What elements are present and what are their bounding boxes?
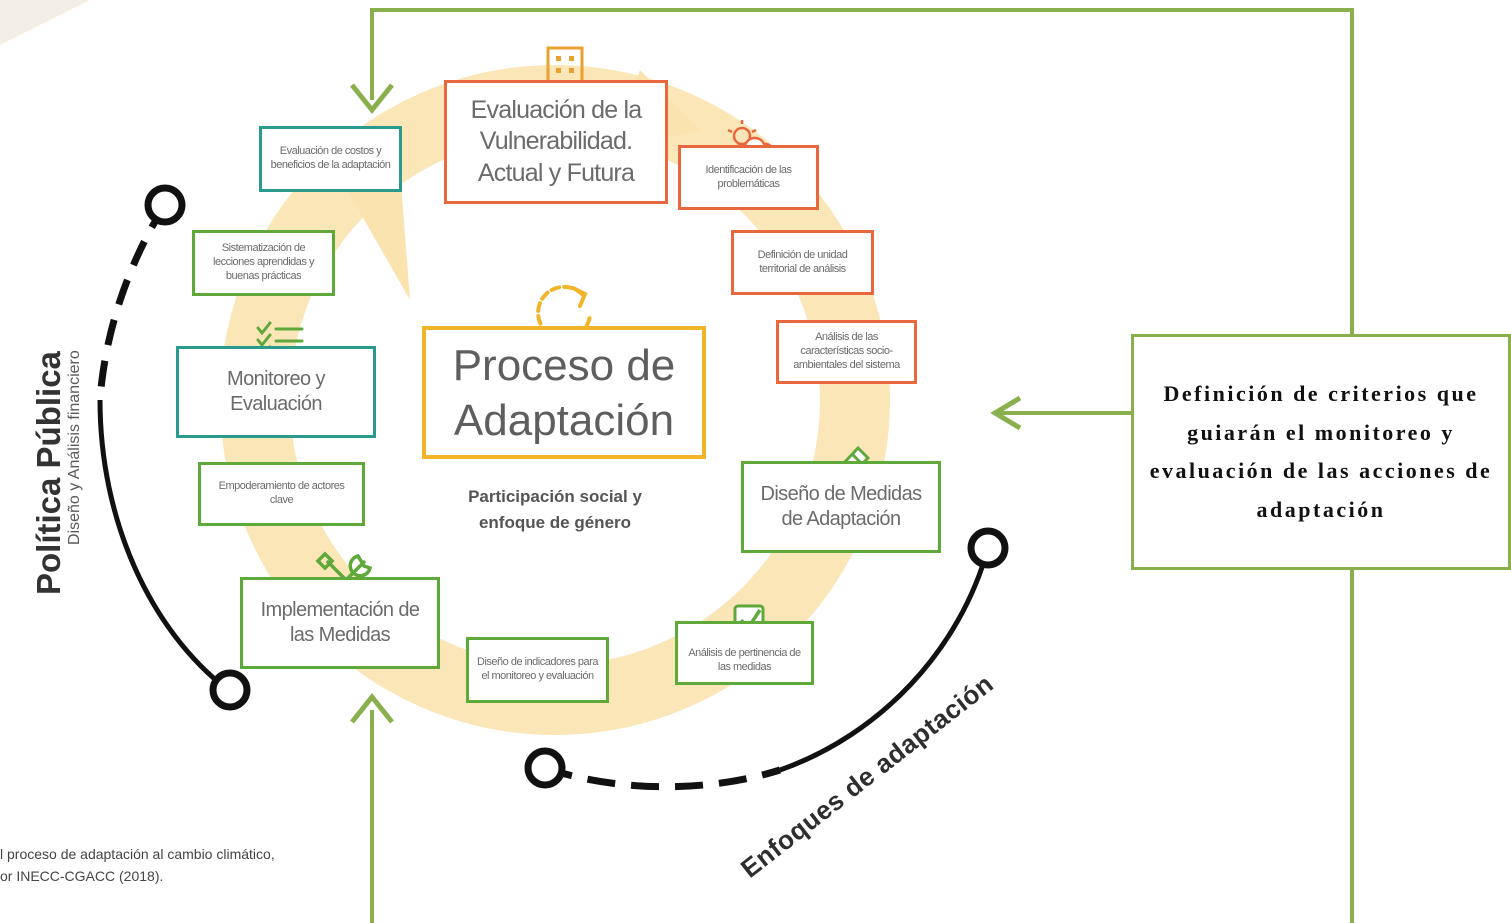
step-empoderamiento: Empoderamiento de actores clave (198, 462, 365, 526)
step-analisis-caracteristicas: Análisis de las características socio-am… (776, 320, 917, 384)
stage-monitoreo: Monitoreo y Evaluación (176, 346, 376, 438)
cycle-arrowhead-left (330, 160, 410, 300)
step-analisis-caracteristicas-label: Análisis de las características socio-am… (793, 331, 900, 371)
stage-monitoreo-label: Monitoreo y Evaluación (227, 368, 326, 415)
politica-publica-label: Política Pública (30, 351, 67, 595)
step-sistematizacion-label: Sistematización de lecciones aprendidas … (213, 242, 314, 282)
annotation-frame-top (370, 8, 1354, 336)
center-title-box: Proceso de Adaptación (422, 326, 706, 459)
corner-decoration (0, 0, 90, 45)
participation-line1: Participación social y (468, 487, 642, 506)
step-definicion-unidad-label: Definición de unidad territorial de anál… (757, 248, 848, 275)
politica-sub-label: Diseño y Análisis financiero (66, 350, 83, 545)
enfoques-arc-dashed (543, 764, 782, 791)
annotation-callout: Definición de criterios que guiarán el m… (1131, 334, 1511, 570)
step-identificacion-label: Identificación de las problemáticas (705, 163, 792, 190)
caption-line1: l proceso de adaptación al cambio climát… (0, 846, 275, 862)
politica-arc-dashed (96, 203, 168, 401)
politica-arc-solid (97, 399, 230, 692)
annotation-callout-text: Definición de criterios que guiarán el m… (1149, 381, 1493, 522)
arrow-up-to-cycle (350, 692, 394, 724)
politica-start-node (144, 184, 186, 226)
step-evaluacion-costos: Evaluación de costos y beneficios de la … (259, 126, 402, 192)
step-diseno-indicadores: Diseño de indicadores para el monitoreo … (466, 637, 609, 703)
callout-arrowhead (990, 395, 1022, 431)
politica-end-node (209, 669, 251, 711)
step-analisis-pertinencia: Análisis de pertinencia de las medidas (675, 621, 814, 685)
step-analisis-pertinencia-label: Análisis de pertinencia de las medidas (688, 647, 801, 673)
enfoques-end-node (967, 527, 1009, 569)
center-title-line1: Proceso de (452, 340, 676, 390)
step-sistematizacion: Sistematización de lecciones aprendidas … (192, 230, 335, 296)
step-identificacion: Identificación de las problemáticas (678, 145, 819, 210)
enfoques-arc-solid (779, 547, 991, 773)
figure-caption: l proceso de adaptación al cambio climát… (0, 844, 275, 887)
enfoques-start-node (524, 747, 566, 789)
participation-line2: enfoque de género (478, 513, 632, 533)
step-definicion-unidad: Definición de unidad territorial de anál… (731, 230, 874, 295)
participation-label: Participación social y enfoque de género (440, 484, 670, 537)
step-empoderamiento-label: Empoderamiento de actores clave (218, 480, 345, 506)
stage-implementacion-label: Implementación de las Medidas (260, 599, 420, 646)
stage-vulnerabilidad: Evaluación de la Vulnerabilidad. Actual … (444, 80, 668, 204)
arrow-down-to-cycle (350, 83, 394, 115)
stage-diseno-medidas: Diseño de Medidas de Adaptación (741, 461, 941, 553)
step-diseno-indicadores-label: Diseño de indicadores para el monitoreo … (477, 656, 598, 682)
stage-implementacion: Implementación de las Medidas (240, 577, 440, 669)
stage-diseno-medidas-label: Diseño de Medidas de Adaptación (760, 483, 922, 530)
step-evaluacion-costos-label: Evaluación de costos y beneficios de la … (270, 145, 391, 171)
center-title-line2: Adaptación (453, 395, 675, 445)
caption-line2: or INECC-CGACC (2018). (0, 867, 164, 884)
stage-vulnerabilidad-label: Evaluación de la Vulnerabilidad. Actual … (470, 96, 642, 187)
